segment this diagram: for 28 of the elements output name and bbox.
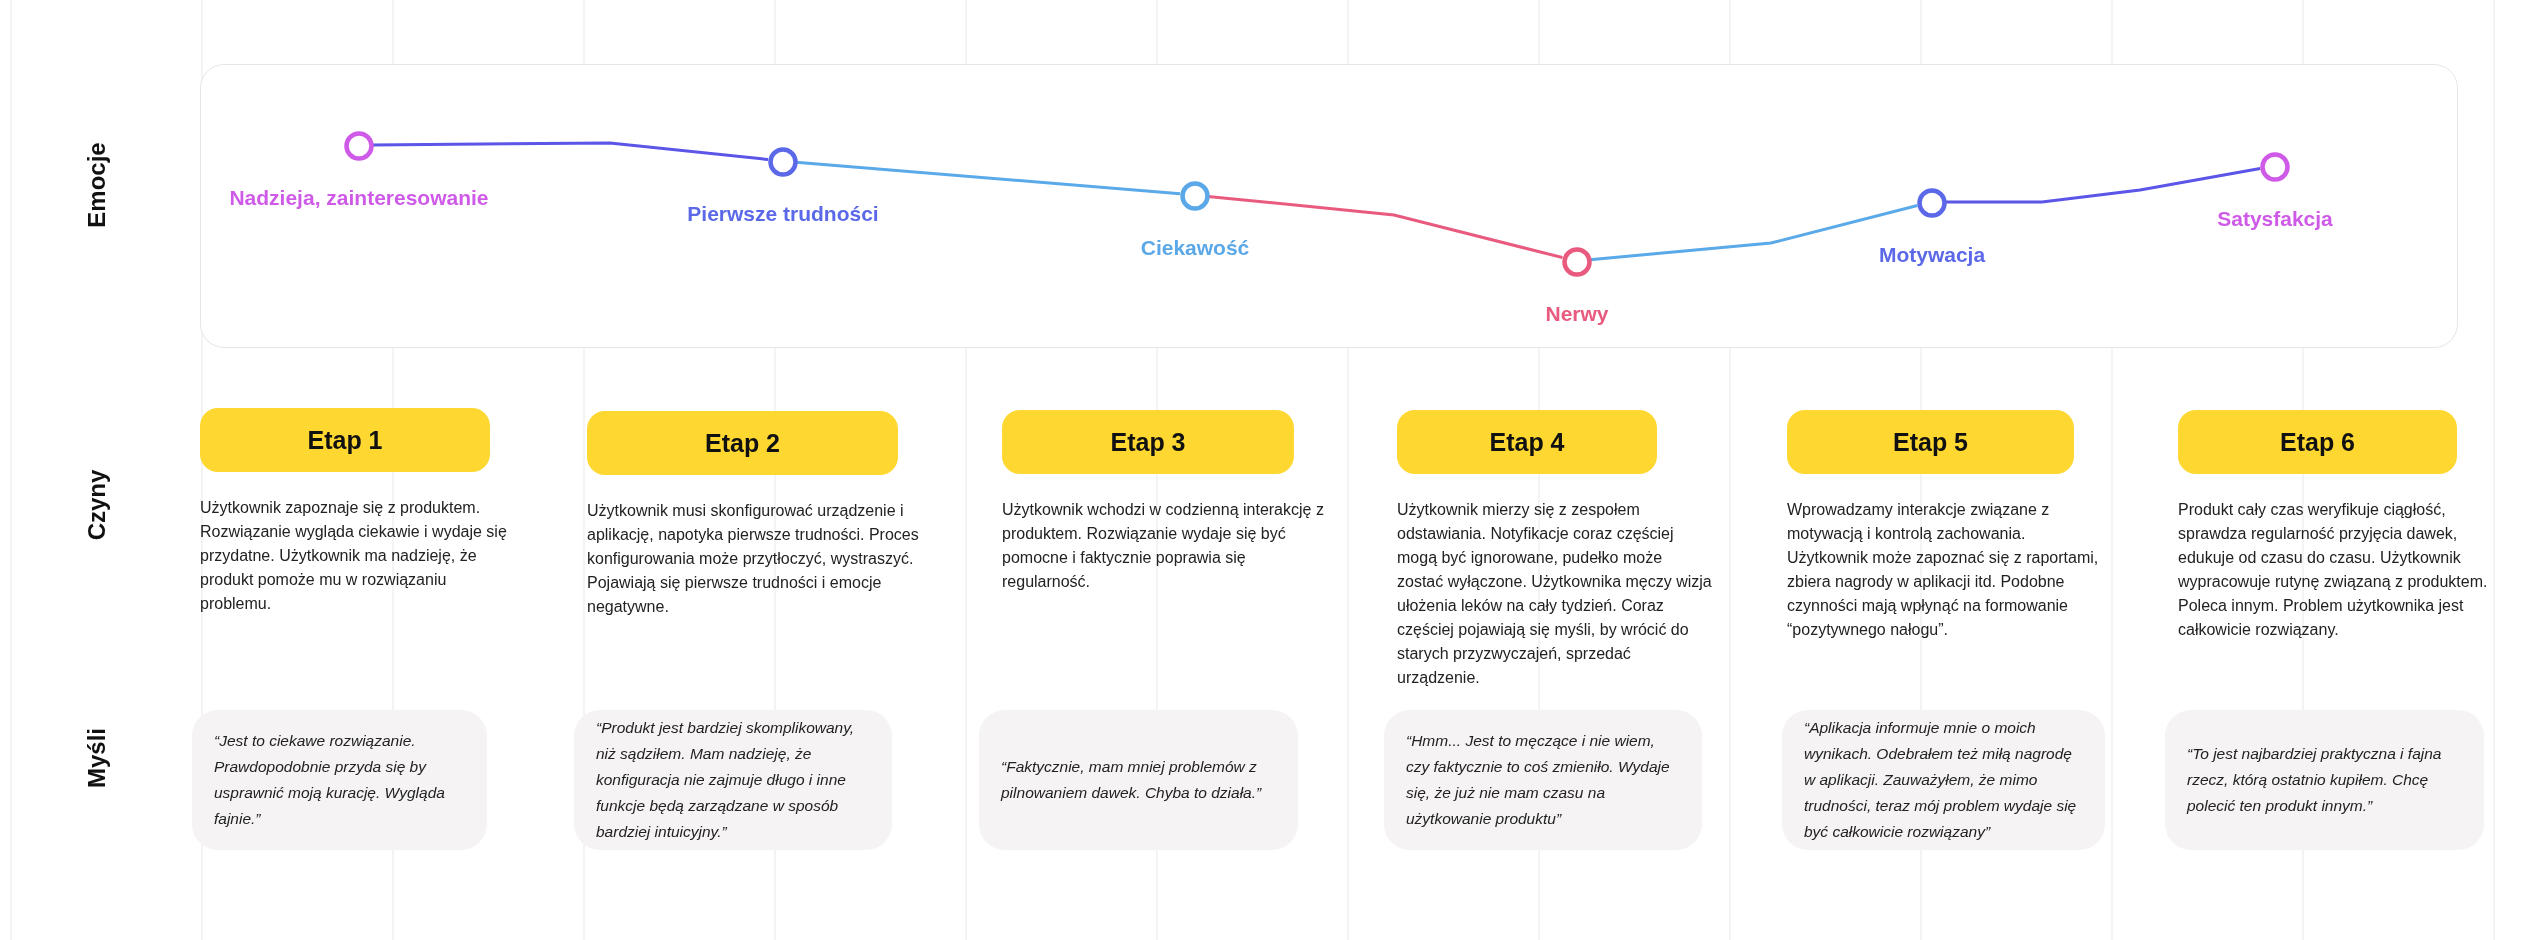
stage-label: Etap 3 bbox=[1002, 410, 1294, 474]
emotion-label: Satysfakcja bbox=[2216, 207, 2334, 231]
stage-label: Etap 6 bbox=[2178, 410, 2457, 474]
thought-card: “Faktycznie, mam mniej problemów z pilnowaniem dawek. Chyba to działa.” bbox=[979, 710, 1298, 850]
thought-card: “Hmm... Jest to męczące i nie wiem, czy faktycznie to coś zmieniło. Wydaje się, że już nie mam czasu na użytkowanie produktu” bbox=[1384, 710, 1702, 850]
stage-label: Etap 2 bbox=[587, 411, 898, 475]
stage-description: Użytkownik wchodzi w codzienną interakcję z produktem. Rozwiązanie wydaje się być pomocne i faktycznie poprawia się regularność. bbox=[1002, 500, 1324, 592]
stage-description: Wprowadzamy interakcje związane z motywacją i kontrolą zachowania. Użytkownik może zapoznać się z raportami, zbiera nagrody w aplikacji itd. Podobne czynności mają wpłynąć na formowanie “pozytywnego nałogu”. bbox=[1787, 500, 2100, 640]
row-heading: Emocje bbox=[83, 142, 111, 228]
emotion-label: Nerwy bbox=[1544, 302, 1610, 326]
stage-description: Produkt cały czas weryfikuje ciągłość, sprawdza regularność przyjęcia dawek, edukuje od czasu do czasu. Użytkownik wypracowuje rutynę związaną z produktem. Poleca innym. Problem użytkownika jest całkowicie rozwiązany. bbox=[2178, 500, 2489, 640]
row-heading: Myśli bbox=[83, 728, 111, 788]
row-heading: Czyny bbox=[83, 469, 111, 541]
emotion-label: Ciekawość bbox=[1139, 236, 1251, 260]
stage-description: Użytkownik zapoznaje się z produktem. Rozwiązanie wygląda ciekawie i wydaje się przydatne. Użytkownik ma nadzieję, że produkt pomoże mu w rozwiązaniu problemu. bbox=[200, 498, 508, 614]
emotion-label: Nadzieja, zainteresowanie bbox=[228, 186, 490, 210]
stage-label: Etap 5 bbox=[1787, 410, 2074, 474]
thought-card: “Jest to ciekawe rozwiązanie. Prawdopodobnie przyda się by usprawnić moją kurację. Wygląda fajnie.” bbox=[192, 710, 487, 850]
thought-card: “To jest najbardziej praktyczna i fajna rzecz, którą ostatnio kupiłem. Chcę polecić ten produkt innym.” bbox=[2165, 710, 2484, 850]
stage-description: Użytkownik musi skonfigurować urządzenie i aplikację, napotyka pierwsze trudności. Proces konfigurowania może przytłoczyć, wystraszyć. Pojawiają się pierwsze trudności i emocje negatywne. bbox=[587, 501, 920, 617]
stage-description: Użytkownik mierzy się z zespołem odstawiania. Notyfikacje coraz częściej mogą być ignorowane, pudełko może zostać wyłączone. Użytkownika męczy wizja ułożenia leków na cały tydzień. Coraz częściej pojawiają się myśli, by wrócić do starych przyzwyczajeń, sprzedać urządzenie. bbox=[1397, 500, 1712, 688]
thought-card: “Aplikacja informuje mnie o moich wynikach. Odebrałem też miłą nagrodę w aplikacji. Zauważyłem, że mimo trudności, teraz mój problem wydaje się być całkowicie rozwiązany” bbox=[1782, 710, 2105, 850]
chart-panel bbox=[200, 64, 2458, 348]
stage-label: Etap 4 bbox=[1397, 410, 1657, 474]
stage-label: Etap 1 bbox=[200, 408, 490, 472]
thought-card: “Produkt jest bardziej skomplikowany, niż sądziłem. Mam nadzieję, że konfiguracja nie zajmuje długo i inne funkcje będą zarządzane w sposób bardziej intuicyjny.” bbox=[574, 710, 892, 850]
emotion-label: Motywacja bbox=[1877, 243, 1987, 267]
emotion-label: Pierwsze trudności bbox=[686, 202, 880, 226]
